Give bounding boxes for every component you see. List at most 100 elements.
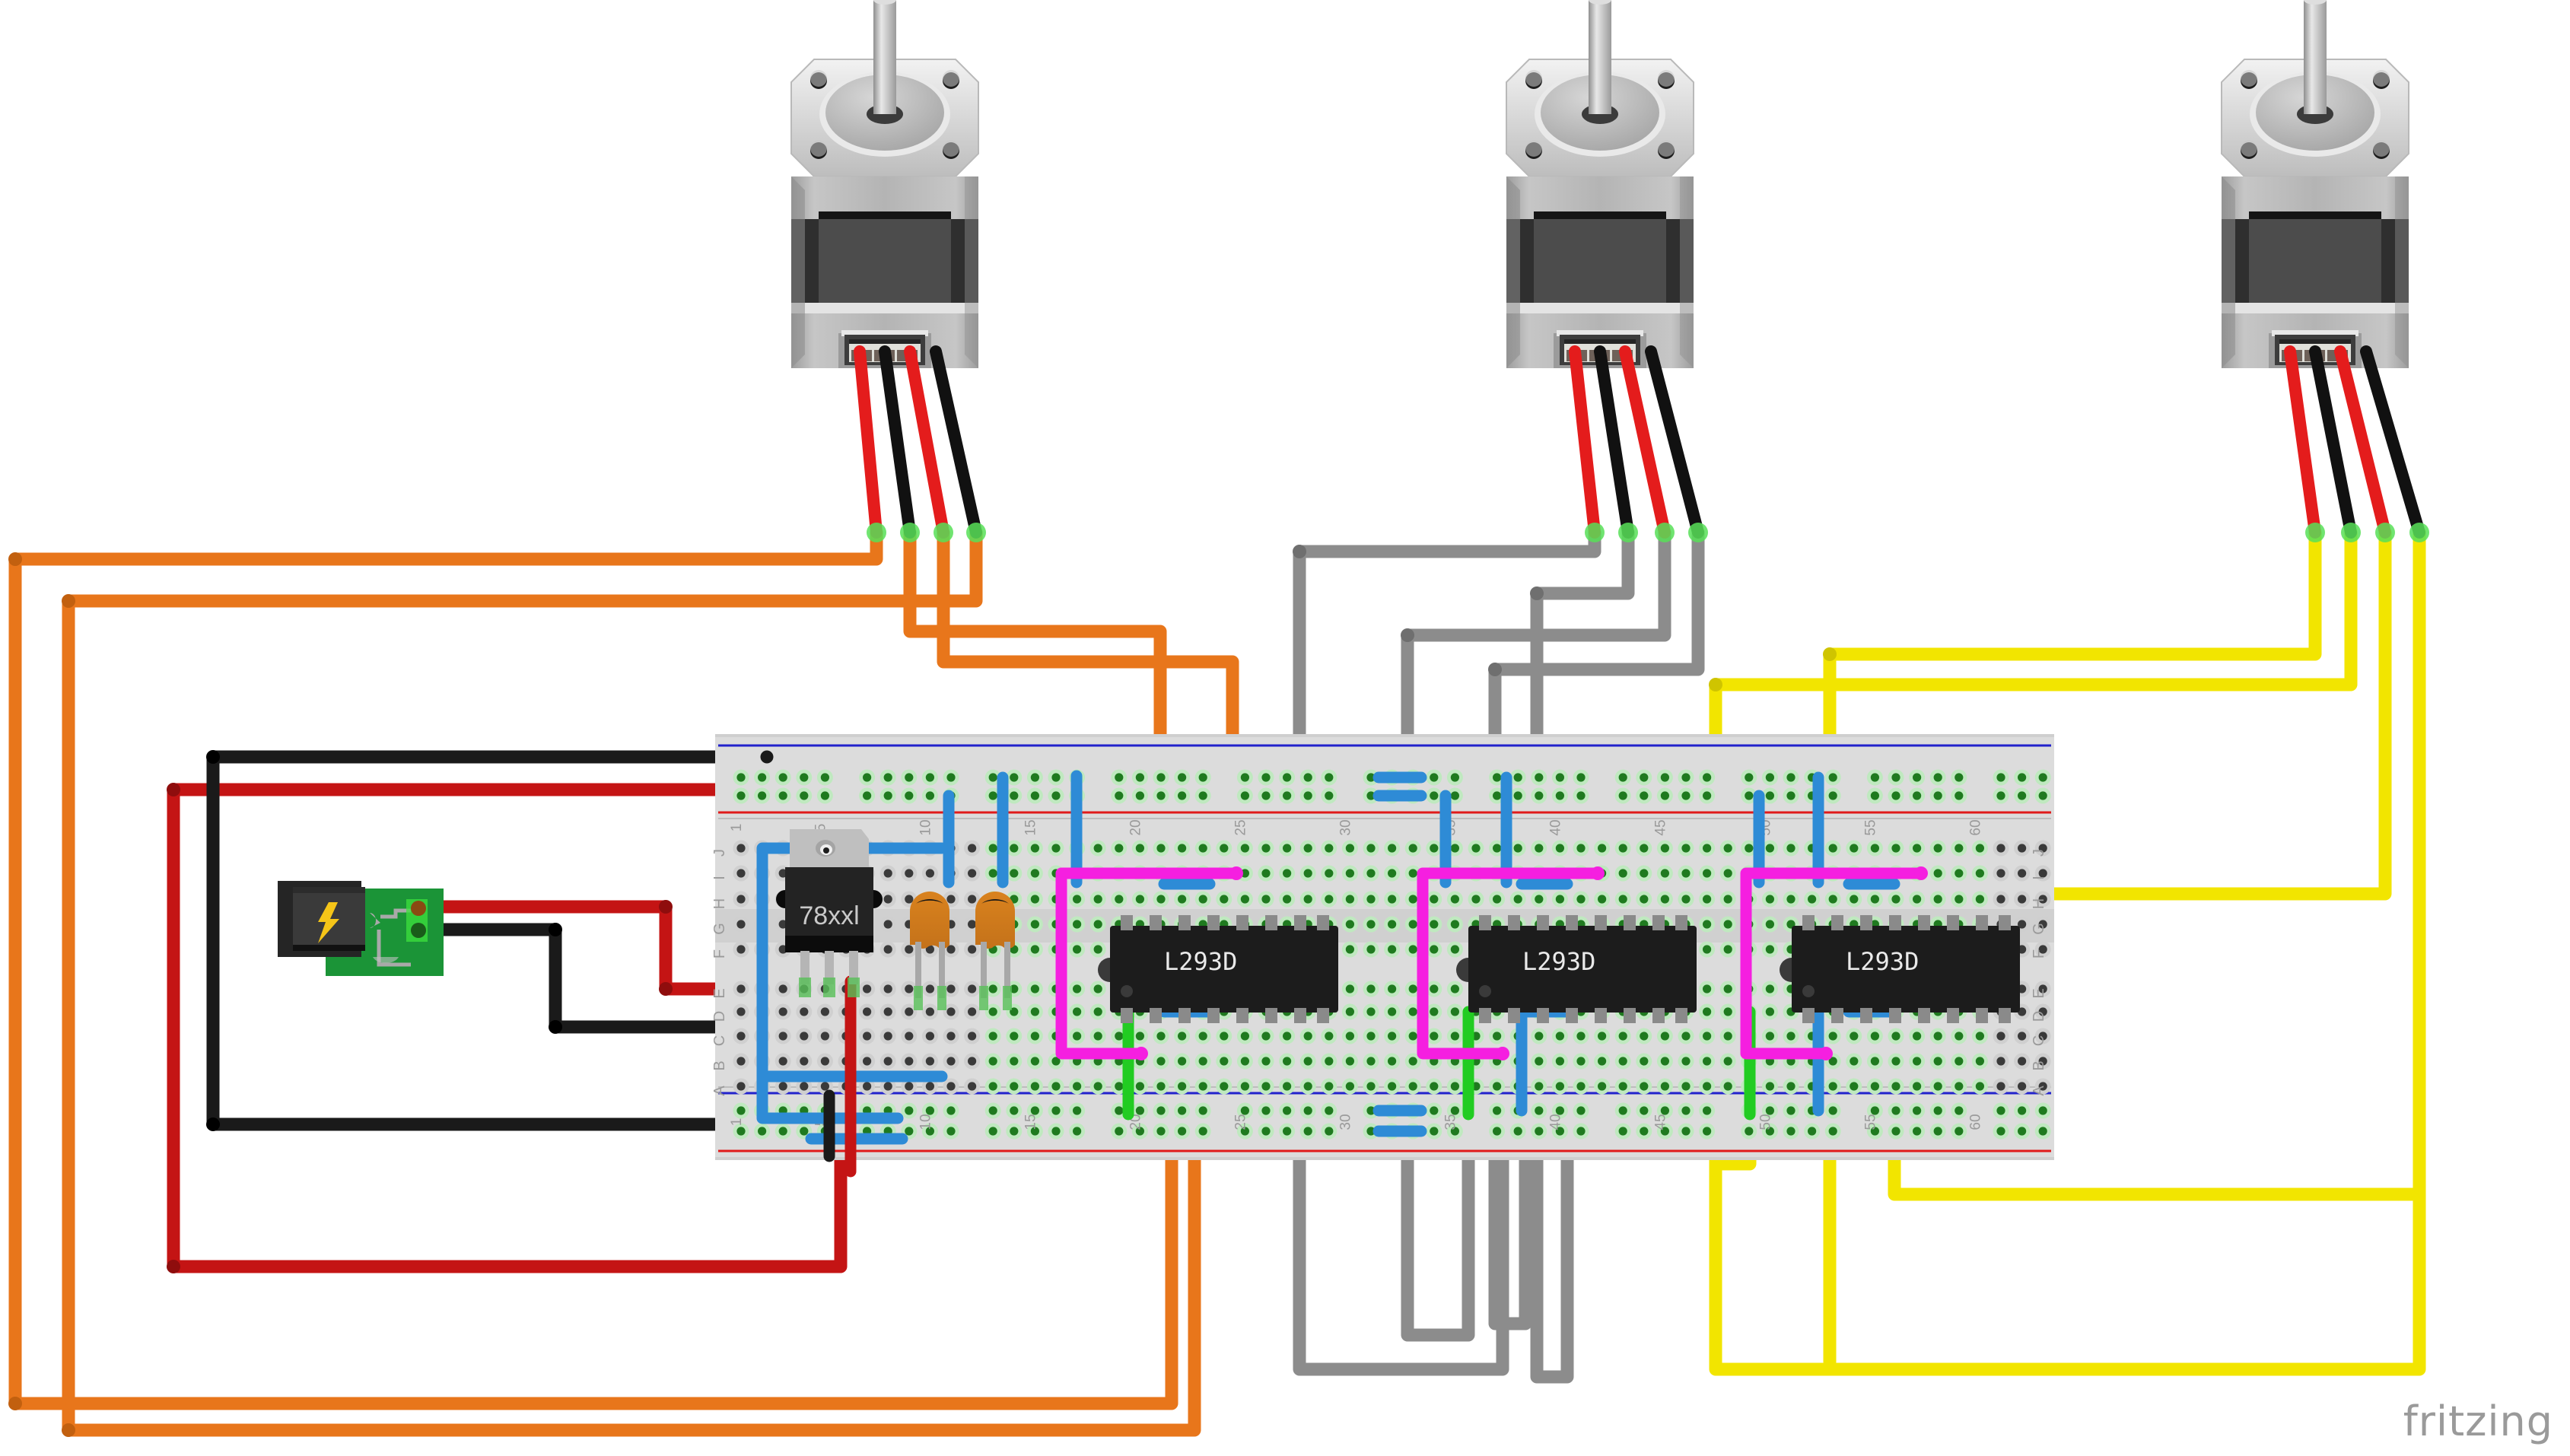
breadboard-hole[interactable] (1131, 769, 1148, 786)
breadboard-hole[interactable] (1026, 1053, 1043, 1070)
breadboard-hole[interactable] (1551, 769, 1568, 786)
breadboard-hole[interactable] (1341, 1078, 1358, 1095)
breadboard-hole[interactable] (1111, 1123, 1128, 1140)
breadboard-hole[interactable] (1446, 1028, 1463, 1044)
breadboard-hole[interactable] (1299, 1053, 1316, 1070)
breadboard-hole[interactable] (733, 1053, 749, 1070)
breadboard-hole[interactable] (1048, 840, 1064, 857)
breadboard-hole[interactable] (1341, 1003, 1358, 1020)
breadboard-hole[interactable] (1048, 787, 1064, 804)
breadboard-hole[interactable] (1426, 1003, 1442, 1020)
breadboard-hole[interactable] (1866, 1078, 1883, 1095)
breadboard-hole[interactable] (1341, 1053, 1358, 1070)
breadboard-hole[interactable] (1006, 769, 1023, 786)
l293d-driver-1[interactable]: L293D (1098, 915, 1338, 1023)
breadboard-hole[interactable] (1174, 1123, 1191, 1140)
breadboard-hole[interactable] (1026, 916, 1043, 933)
breadboard-hole[interactable] (1279, 1053, 1296, 1070)
breadboard-hole[interactable] (1489, 1102, 1506, 1119)
breadboard-hole[interactable] (1426, 941, 1442, 958)
breadboard-hole[interactable] (1026, 1123, 1043, 1140)
breadboard-hole[interactable] (1824, 1028, 1841, 1044)
breadboard-hole[interactable] (2034, 1078, 2051, 1095)
breadboard-hole[interactable] (816, 769, 833, 786)
breadboard-hole[interactable] (1929, 769, 1946, 786)
breadboard-hole[interactable] (984, 1102, 1001, 1119)
breadboard-hole[interactable] (733, 865, 749, 882)
breadboard-hole[interactable] (1783, 787, 1799, 804)
breadboard-hole[interactable] (1699, 1123, 1716, 1140)
breadboard-hole[interactable] (1384, 981, 1401, 997)
breadboard-hole[interactable] (1446, 1102, 1463, 1119)
breadboard-hole[interactable] (733, 1102, 749, 1119)
breadboard-hole[interactable] (1363, 865, 1379, 882)
breadboard-hole[interactable] (1951, 787, 1967, 804)
breadboard-hole[interactable] (1384, 891, 1401, 908)
breadboard-hole[interactable] (1551, 1078, 1568, 1095)
breadboard-hole[interactable] (943, 1003, 959, 1020)
breadboard-hole[interactable] (1426, 787, 1442, 804)
breadboard-hole[interactable] (1678, 1078, 1694, 1095)
breadboard-hole[interactable] (921, 865, 938, 882)
breadboard-hole[interactable] (1216, 891, 1233, 908)
breadboard-hole[interactable] (1551, 891, 1568, 908)
breadboard-hole[interactable] (1174, 1102, 1191, 1119)
breadboard-hole[interactable] (1614, 891, 1631, 908)
breadboard-hole[interactable] (1824, 787, 1841, 804)
breadboard-hole[interactable] (1363, 916, 1379, 933)
breadboard-hole[interactable] (1531, 769, 1547, 786)
breadboard-hole[interactable] (1258, 1053, 1274, 1070)
breadboard-hole[interactable] (1531, 1053, 1547, 1070)
breadboard-hole[interactable] (921, 769, 938, 786)
breadboard-hole[interactable] (1131, 891, 1148, 908)
breadboard-hole[interactable] (796, 1053, 813, 1070)
breadboard-hole[interactable] (1866, 787, 1883, 804)
breadboard-hole[interactable] (1636, 1123, 1652, 1140)
breadboard-hole[interactable] (1824, 840, 1841, 857)
breadboard-hole[interactable] (1236, 1123, 1253, 1140)
breadboard-hole[interactable] (1321, 769, 1337, 786)
breadboard-hole[interactable] (1384, 941, 1401, 958)
breadboard-hole[interactable] (1194, 891, 1211, 908)
breadboard-hole[interactable] (859, 1028, 876, 1044)
breadboard-hole[interactable] (1678, 769, 1694, 786)
breadboard-hole[interactable] (1656, 1102, 1673, 1119)
breadboard-hole[interactable] (1026, 769, 1043, 786)
breadboard-hole[interactable] (1321, 1028, 1337, 1044)
breadboard-hole[interactable] (1279, 1028, 1296, 1044)
breadboard-hole[interactable] (1131, 1028, 1148, 1044)
breadboard-hole[interactable] (1783, 840, 1799, 857)
breadboard-hole[interactable] (1909, 1123, 1926, 1140)
breadboard-hole[interactable] (1006, 1053, 1023, 1070)
breadboard-hole[interactable] (1741, 769, 1757, 786)
breadboard-hole[interactable] (1656, 769, 1673, 786)
breadboard-hole[interactable] (1446, 941, 1463, 958)
breadboard-hole[interactable] (1971, 840, 1988, 857)
breadboard-hole[interactable] (1069, 1078, 1086, 1095)
breadboard-hole[interactable] (2014, 891, 2031, 908)
breadboard-hole[interactable] (879, 865, 896, 882)
breadboard-hole[interactable] (1573, 1102, 1589, 1119)
breadboard-hole[interactable] (1761, 1078, 1778, 1095)
voltage-regulator[interactable]: 78xxl (776, 829, 883, 997)
breadboard-hole[interactable] (1761, 1003, 1778, 1020)
breadboard-hole[interactable] (1993, 1028, 2009, 1044)
breadboard-hole[interactable] (1824, 769, 1841, 786)
breadboard-hole[interactable] (1026, 787, 1043, 804)
breadboard-hole[interactable] (1678, 1028, 1694, 1044)
breadboard-hole[interactable] (1426, 981, 1442, 997)
breadboard-hole[interactable] (2034, 1003, 2051, 1020)
breadboard-hole[interactable] (1614, 1053, 1631, 1070)
breadboard-hole[interactable] (984, 1003, 1001, 1020)
breadboard-hole[interactable] (1384, 840, 1401, 857)
breadboard-hole[interactable] (1384, 1028, 1401, 1044)
breadboard-hole[interactable] (2034, 1102, 2051, 1119)
breadboard-hole[interactable] (1194, 1028, 1211, 1044)
breadboard-hole[interactable] (1699, 941, 1716, 958)
breadboard-hole[interactable] (1111, 840, 1128, 857)
breadboard-hole[interactable] (1299, 1028, 1316, 1044)
breadboard-hole[interactable] (1531, 1123, 1547, 1140)
breadboard-hole[interactable] (1614, 1123, 1631, 1140)
breadboard-hole[interactable] (1404, 1003, 1421, 1020)
breadboard-hole[interactable] (1174, 1078, 1191, 1095)
